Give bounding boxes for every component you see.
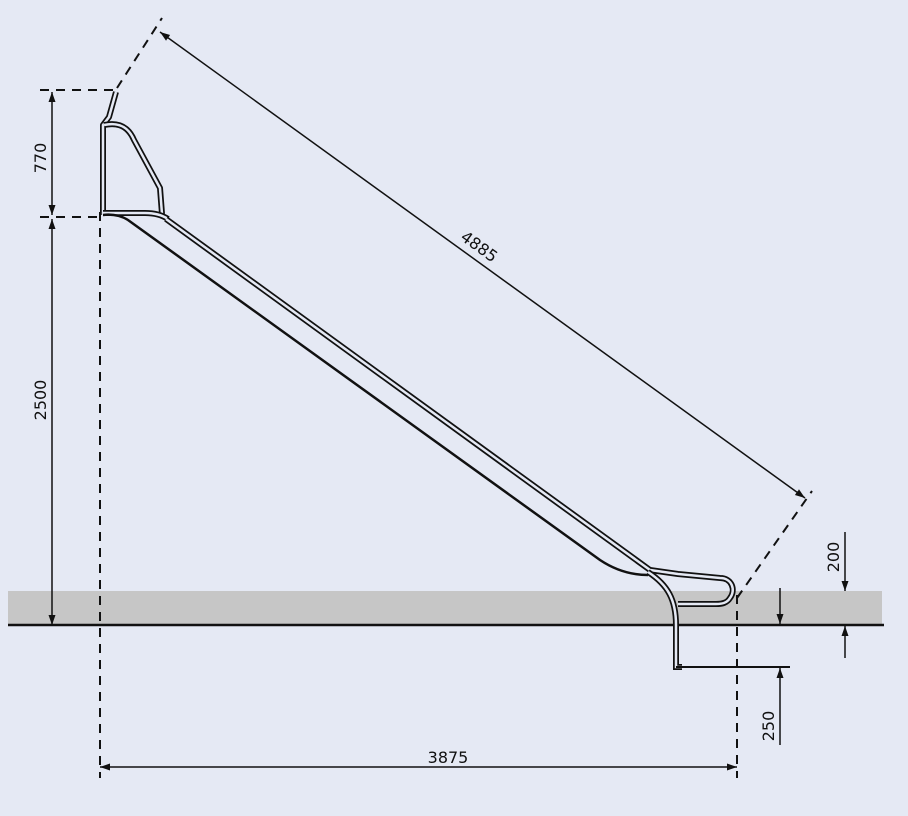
dim-line-slide-length [159,31,806,499]
dim-label-platform-height: 2500 [31,380,50,421]
ground-band [8,591,882,624]
slide-structure [100,91,790,670]
dim-label-horizontal-length: 3875 [428,748,469,767]
extension-lines [40,17,813,778]
dim-label-foundation-depth: 250 [759,711,778,742]
dim-label-slide-length: 4885 [457,227,501,266]
slide-bed-bottom-edge [102,213,649,577]
dim-label-exit-height: 200 [824,542,843,573]
top-handrail-post [100,91,119,215]
dim-label-rail-height: 770 [31,143,50,174]
dimension-lines [48,31,849,771]
